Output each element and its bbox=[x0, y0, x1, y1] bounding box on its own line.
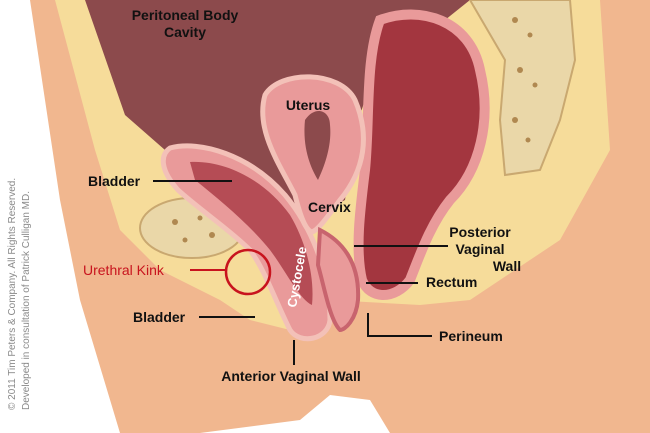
bladder-lumen bbox=[190, 161, 313, 305]
pubic-bone-dots bbox=[172, 215, 215, 243]
label-urethral-kink: Urethral Kink bbox=[83, 262, 165, 278]
label-bladder-lower: Bladder bbox=[133, 309, 186, 325]
label-rectum: Rectum bbox=[426, 274, 477, 290]
label-posterior-line2: Vaginal bbox=[455, 241, 504, 257]
label-posterior-line3: Wall bbox=[493, 258, 521, 274]
label-peritoneal-line2: Cavity bbox=[164, 24, 206, 40]
vaginal-canal bbox=[315, 226, 361, 333]
uterus-cavity bbox=[304, 110, 331, 180]
rectum-organ bbox=[353, 9, 490, 300]
label-perineum: Perineum bbox=[439, 328, 503, 344]
label-cervix: Cervix bbox=[308, 199, 351, 215]
bladder-organ bbox=[160, 143, 333, 342]
urethral-kink-marker bbox=[224, 248, 272, 296]
label-bladder-upper: Bladder bbox=[88, 173, 141, 189]
label-anterior-vaginal-wall: Anterior Vaginal Wall bbox=[221, 368, 361, 384]
spine-sacrum bbox=[468, 0, 577, 177]
label-posterior-line1: Posterior bbox=[449, 224, 511, 240]
label-peritoneal-line1: Peritoneal Body bbox=[132, 7, 239, 23]
label-uterus: Uterus bbox=[286, 97, 331, 113]
leader-perineum bbox=[367, 313, 432, 337]
credit-line-2: Developed in consultation of Patrick Cul… bbox=[21, 191, 32, 410]
spine-dots bbox=[512, 17, 538, 143]
credit-line-1: © 2011 Tim Peters & Company. All Rights … bbox=[7, 178, 18, 410]
